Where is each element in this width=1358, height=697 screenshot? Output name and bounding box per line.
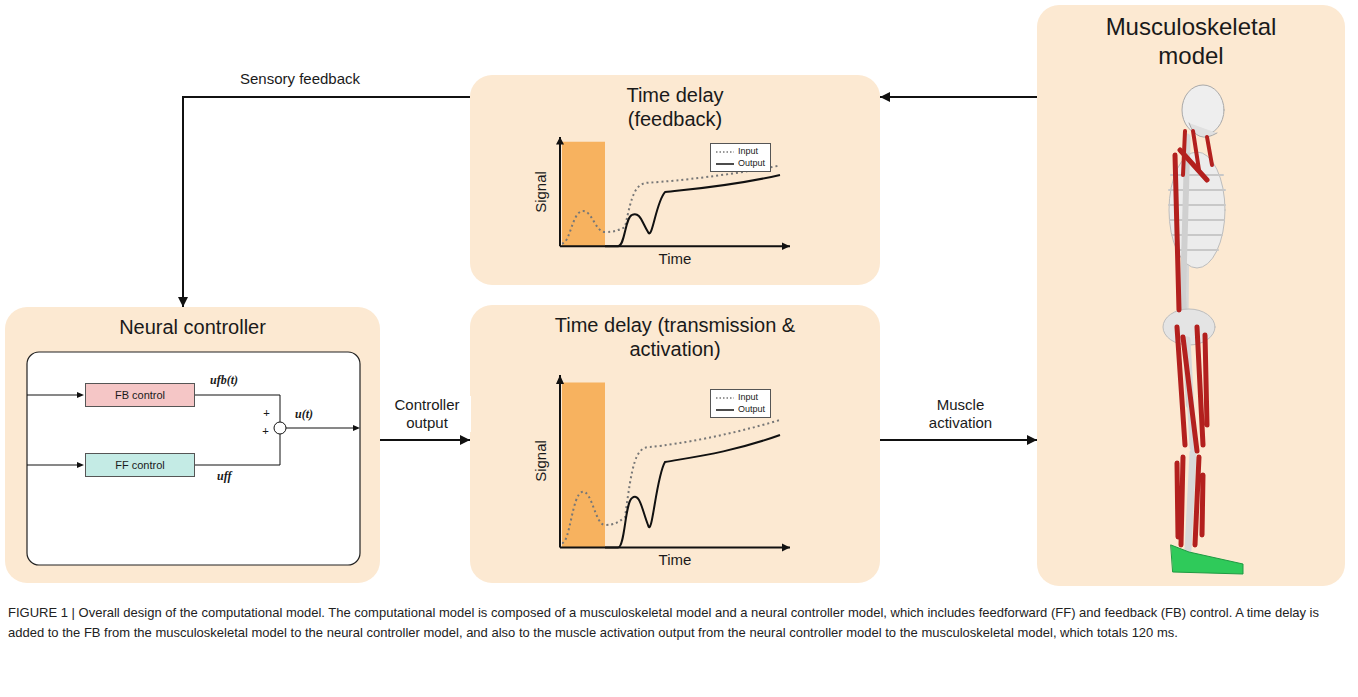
sum-sign: +	[262, 424, 269, 439]
arrowhead	[1027, 435, 1037, 445]
connector-line	[380, 439, 470, 441]
model-box: Musculoskeletal model	[1037, 5, 1345, 586]
connector-line	[183, 97, 470, 307]
legend-text: Output	[738, 404, 765, 416]
chart-legend: InputOutput	[710, 389, 771, 418]
edge-label: Controller output	[383, 396, 471, 432]
box-title: Time delay (feedback)	[595, 83, 755, 131]
connector	[178, 97, 470, 307]
edge-label: Muscle activation	[917, 396, 1005, 432]
connector	[880, 435, 1037, 445]
legend-item: Output	[716, 158, 765, 170]
legend-item: Input	[716, 392, 765, 404]
signal-name: ufb(t)	[210, 373, 238, 388]
edge-label: Sensory feedback	[238, 70, 362, 88]
legend-text: Output	[738, 158, 765, 170]
legend-swatch	[716, 149, 734, 155]
axis-label: Signal	[532, 171, 549, 213]
arrowhead	[178, 297, 188, 307]
legend-text: Input	[738, 392, 758, 404]
legend-swatch	[716, 161, 734, 167]
delay-box: Time delay (feedback) SignalTime InputOutp…	[470, 75, 880, 285]
controller-diagram	[5, 307, 380, 583]
legend-text: Input	[738, 146, 758, 158]
arrowhead	[880, 92, 890, 102]
delay-box: Time delay (transmission & activation) Si…	[470, 305, 880, 583]
chart-legend: InputOutput	[710, 143, 771, 172]
block-label: FF control	[115, 459, 165, 471]
axis-label: Time	[659, 551, 692, 568]
legend-swatch	[716, 407, 734, 413]
legend-swatch	[716, 395, 734, 401]
connector-line	[880, 439, 1037, 441]
legend-item: Output	[716, 404, 765, 416]
box-title: Musculoskeletal model	[1076, 13, 1306, 71]
controller-box: Neural controller FB control FF control ufb…	[5, 307, 380, 583]
box-title: Neural controller	[83, 315, 303, 339]
axis-label: Signal	[532, 440, 549, 482]
block-label: FB control	[115, 389, 165, 401]
legend-item: Input	[716, 146, 765, 158]
connector	[380, 435, 470, 445]
figure-caption: FIGURE 1 | Overall design of the computa…	[8, 603, 1348, 642]
signal-name: uff	[217, 469, 231, 484]
connector-line	[880, 96, 1037, 98]
sum-sign: +	[263, 406, 270, 421]
skeleton-illustration	[1037, 5, 1345, 586]
box-title: Time delay (transmission & activation)	[550, 313, 800, 361]
axis-label: Time	[659, 250, 692, 267]
signal-name: u(t)	[295, 407, 313, 422]
control-block: FF control	[85, 453, 195, 477]
connector	[880, 92, 1037, 102]
control-block: FB control	[85, 383, 195, 407]
arrowhead	[460, 435, 470, 445]
